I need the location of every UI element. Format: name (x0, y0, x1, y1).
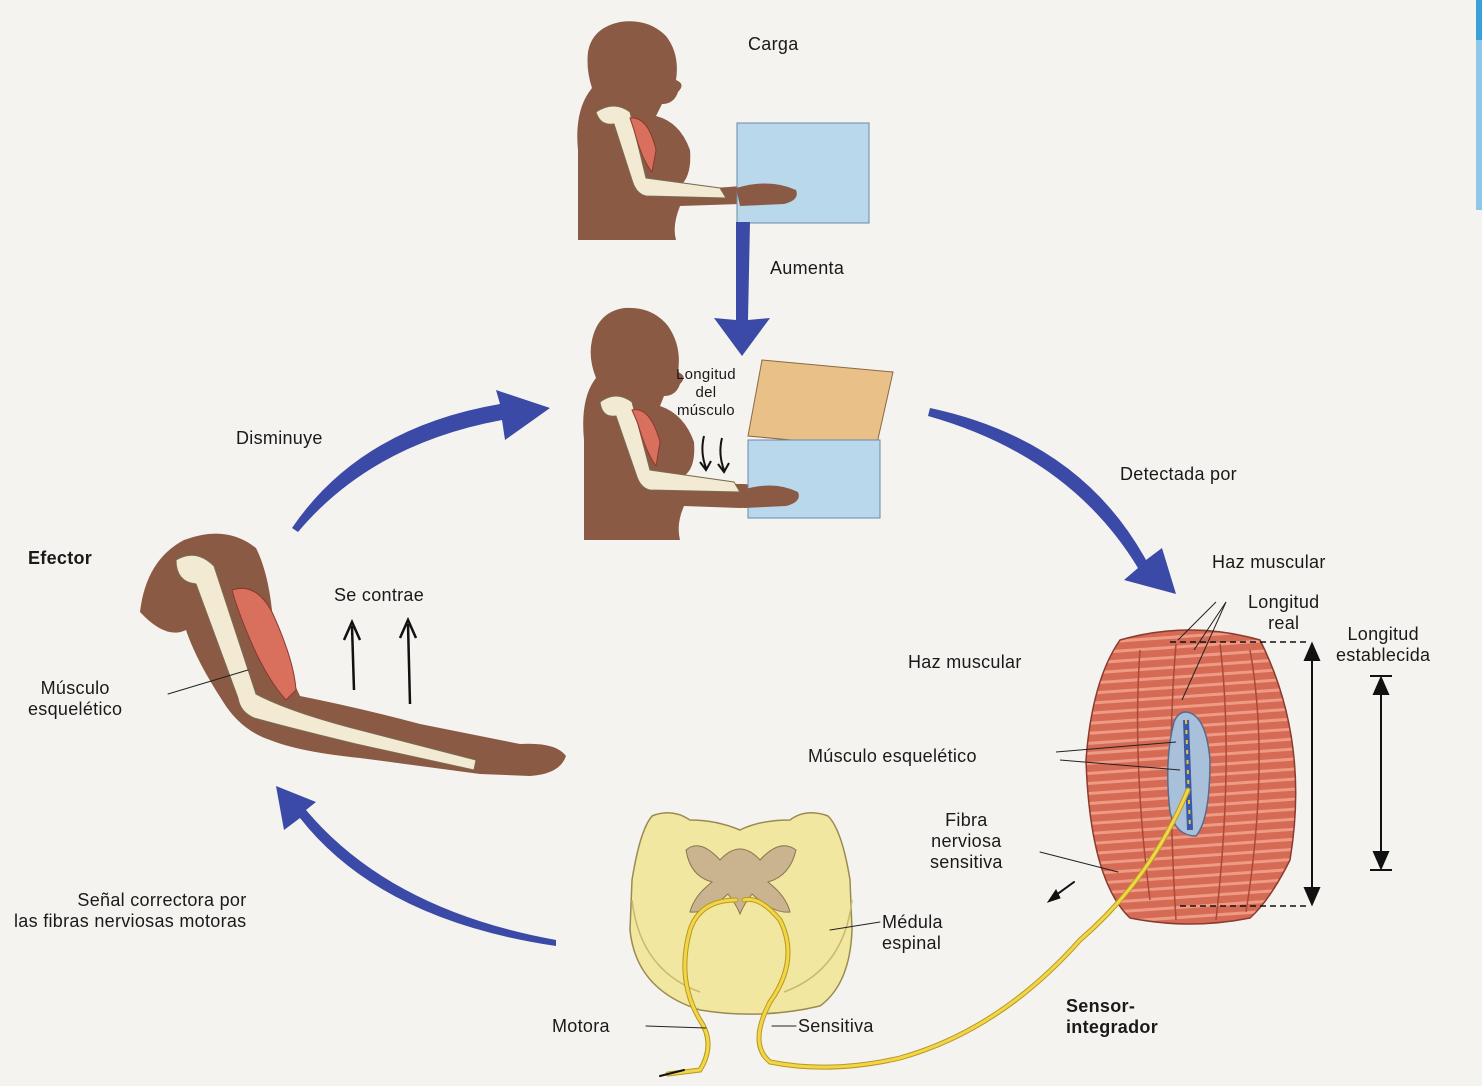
label-correction-signal: Señal correctora por las fibras nerviosa… (14, 890, 247, 932)
label-increases: Aumenta (770, 258, 844, 279)
arrow-detected-by (928, 408, 1176, 594)
contract-arrows-icon (344, 620, 416, 704)
arrow-correction-signal (276, 786, 556, 946)
label-motor: Motora (552, 1016, 610, 1037)
label-skeletal-muscle-effector: Músculo esquelético (28, 678, 122, 720)
down-arrow-increase (714, 222, 770, 356)
label-skeletal-muscle-sensor: Músculo esquelético (808, 746, 977, 767)
label-effector: Efector (28, 548, 92, 569)
label-spinal-cord: Médula espinal (882, 912, 943, 954)
edge-accent-light (1476, 40, 1482, 210)
arrow-decrease (292, 390, 550, 532)
label-muscle-length: Longitud del músculo (676, 366, 736, 420)
label-muscle-bundle-top: Haz muscular (1212, 552, 1326, 573)
label-detected-by: Detectada por (1120, 464, 1237, 485)
label-decreases: Disminuye (236, 428, 323, 449)
label-sensory: Sensitiva (798, 1016, 874, 1037)
label-actual-length: Longitud real (1248, 592, 1319, 634)
label-contracts: Se contrae (334, 585, 424, 606)
person-holding-load-illustration (577, 21, 869, 240)
edge-accent-dark (1476, 0, 1482, 40)
label-load: Carga (748, 34, 799, 55)
label-set-length: Longitud establecida (1336, 624, 1430, 666)
spinal-cord-illustration (630, 813, 852, 1014)
effector-arm-illustration (140, 534, 566, 776)
label-muscle-bundle-left: Haz muscular (908, 652, 1022, 673)
label-sensory-nerve-fiber: Fibra nerviosa sensitiva (930, 810, 1003, 873)
set-length-indicator (1305, 644, 1392, 904)
stretch-arrows-icon (700, 436, 729, 472)
label-sensor-integrator: Sensor- integrador (1066, 996, 1158, 1038)
